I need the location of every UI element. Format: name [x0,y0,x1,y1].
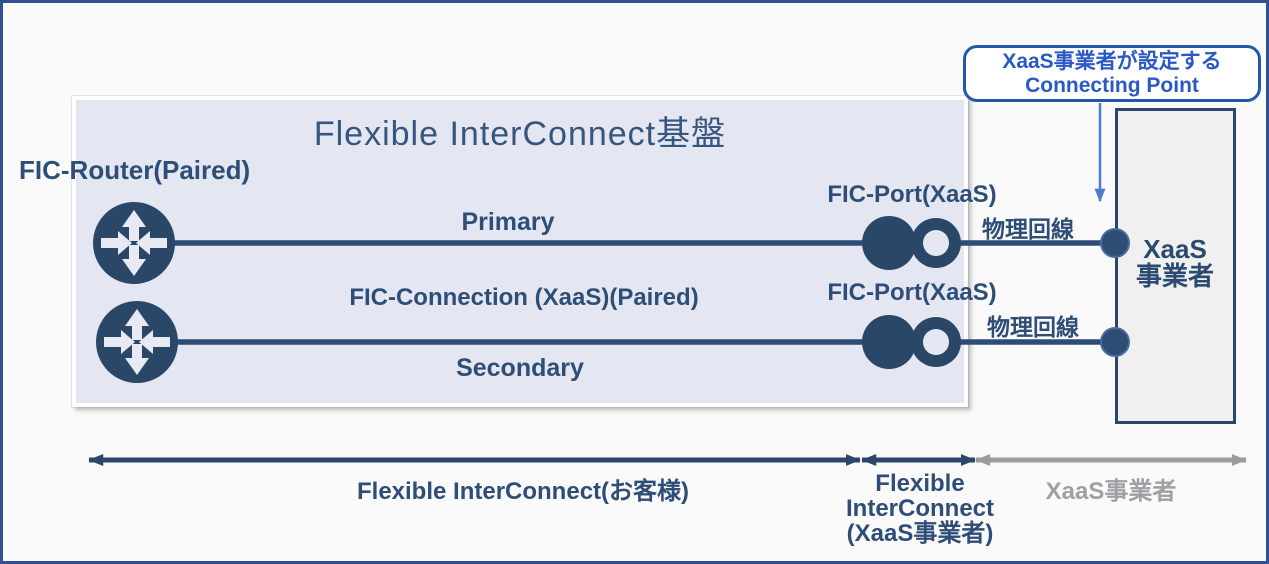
xaas-provider-box-label: XaaS 事業者 [1136,236,1214,290]
xaas-provider-box-label-line2: 事業者 [1135,261,1215,291]
fic-xaas-span-label-line1: Flexible [875,470,965,497]
fic-router-label: FIC-Router(Paired) [19,155,251,185]
fic-connection-label: FIC-Connection (XaaS)(Paired) [349,284,699,311]
customer-span-label: Flexible InterConnect(お客様) [356,478,690,505]
fic-xaas-span-label-line2: InterConnect [845,495,995,522]
fic-xaas-span-label-line3: (XaaS事業者) [846,520,994,547]
secondary-line-label: Secondary [456,354,584,382]
xaas-provider-span-label: XaaS事業者 [1045,478,1177,505]
fic-xaas-span-label: Flexible InterConnect (XaaS事業者) [846,471,994,546]
primary-line-label: Primary [461,208,555,236]
xaas-provider-box-label-line1: XaaS [1143,234,1207,264]
platform-title: Flexible InterConnect基盤 [313,115,727,153]
fic-port-bottom-label: FIC-Port(XaaS) [827,279,997,306]
physical-line-top-label: 物理回線 [982,216,1074,242]
callout-line2: Connecting Point [1025,73,1199,97]
physical-line-bottom-label: 物理回線 [987,314,1079,340]
callout-line1: XaaS事業者が設定する [1002,49,1222,73]
connecting-point-callout: XaaS事業者が設定する Connecting Point [963,45,1261,102]
xaas-provider-box [1115,108,1236,424]
fic-port-top-label: FIC-Port(XaaS) [827,181,997,208]
flexible-interconnect-platform-box [72,96,968,407]
